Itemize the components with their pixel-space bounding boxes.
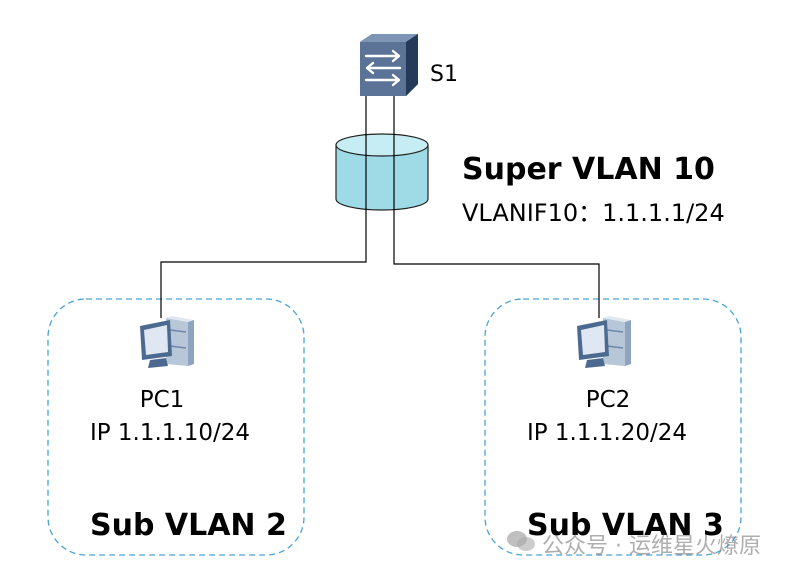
- pc2-ip: IP 1.1.1.20/24: [526, 420, 688, 446]
- wechat-icon: [506, 529, 536, 559]
- watermark-text: 公众号 · 运维星火燎原: [542, 534, 761, 559]
- vlanif-address: VLANIF10：1.1.1.1/24: [462, 199, 725, 227]
- super-vlan-title: Super VLAN 10: [462, 152, 715, 187]
- pc2-name: PC2: [585, 387, 631, 413]
- sub-vlan-2-label: Sub VLAN 2: [90, 508, 287, 543]
- pc1-name: PC1: [139, 387, 185, 413]
- sub-vlan-2-box: [47, 298, 305, 556]
- pc-icon: [577, 316, 631, 368]
- sub-vlan-3-box: [484, 298, 742, 556]
- link-s1-pc1: [160, 95, 367, 318]
- pc-icon: [140, 316, 194, 368]
- sub-vlan-3-label: Sub VLAN 3: [527, 508, 724, 543]
- switch-label: S1: [430, 62, 458, 87]
- watermark: 公众号 · 运维星火燎原: [506, 528, 761, 560]
- switch-icon: [360, 34, 418, 96]
- pc1-ip: IP 1.1.1.10/24: [89, 420, 251, 446]
- vlan-cylinder-icon: [335, 133, 429, 211]
